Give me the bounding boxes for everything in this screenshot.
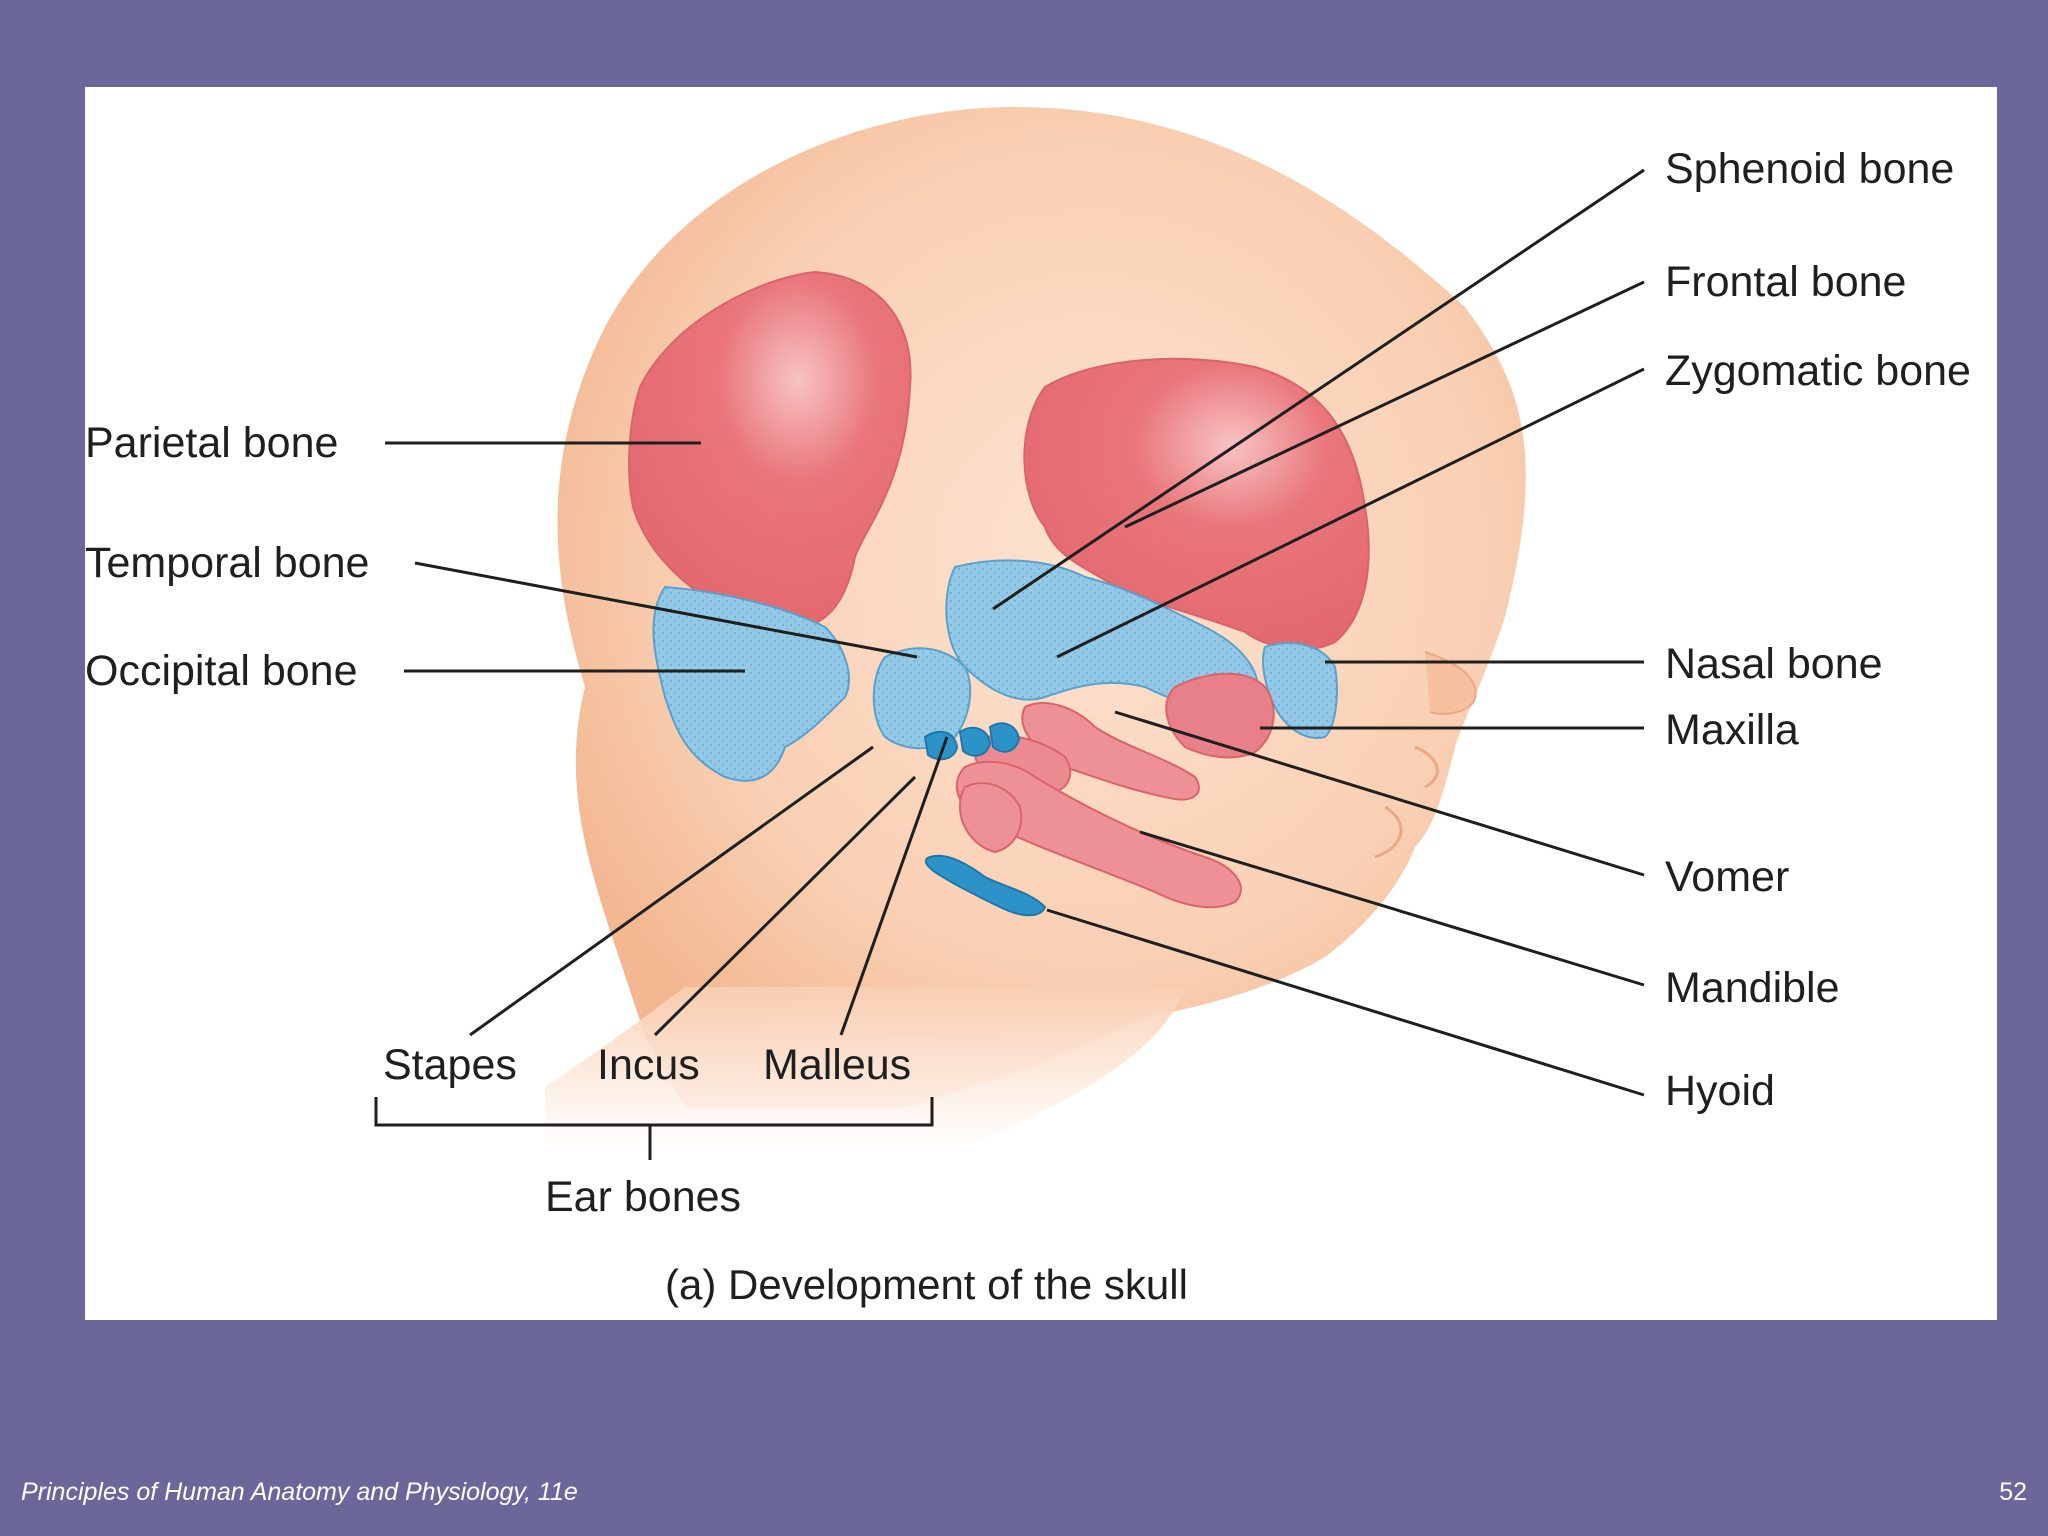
footer-book-title: Principles of Human Anatomy and Physiolo… bbox=[21, 1478, 578, 1506]
label-zygomatic-bone: Zygomatic bone bbox=[1665, 347, 1971, 395]
parietal-bone-shape bbox=[628, 270, 912, 634]
label-mandible: Mandible bbox=[1665, 964, 1840, 1012]
label-malleus: Malleus bbox=[763, 1041, 911, 1089]
label-frontal-bone: Frontal bone bbox=[1665, 258, 1906, 306]
label-incus: Incus bbox=[597, 1041, 700, 1089]
frontal-bone-shape bbox=[1023, 357, 1370, 651]
label-sphenoid-bone: Sphenoid bone bbox=[1665, 145, 1954, 193]
leader-lines bbox=[374, 168, 1645, 1160]
label-vomer: Vomer bbox=[1665, 853, 1789, 901]
label-parietal-bone: Parietal bone bbox=[85, 419, 338, 467]
mandible-ramus-shape bbox=[958, 782, 1023, 854]
temporal-bone-shape bbox=[872, 647, 972, 750]
ear-bones-shapes bbox=[923, 722, 1021, 761]
hyoid-shape bbox=[924, 854, 1047, 917]
skull-development-diagram: Sphenoid bone Frontal bone Zygomatic bon… bbox=[85, 107, 1971, 1308]
label-temporal-bone: Temporal bone bbox=[85, 539, 369, 587]
label-stapes: Stapes bbox=[383, 1041, 517, 1089]
label-nasal-bone: Nasal bone bbox=[1665, 640, 1883, 688]
label-ear-bones: Ear bones bbox=[545, 1173, 741, 1221]
label-occipital-bone: Occipital bone bbox=[85, 647, 358, 695]
label-hyoid: Hyoid bbox=[1665, 1067, 1775, 1115]
label-maxilla: Maxilla bbox=[1665, 706, 1799, 754]
page-number: 52 bbox=[1999, 1478, 2027, 1506]
figure-panel: Sphenoid bone Frontal bone Zygomatic bon… bbox=[85, 87, 1997, 1320]
figure-caption: (a) Development of the skull bbox=[665, 1261, 1188, 1308]
